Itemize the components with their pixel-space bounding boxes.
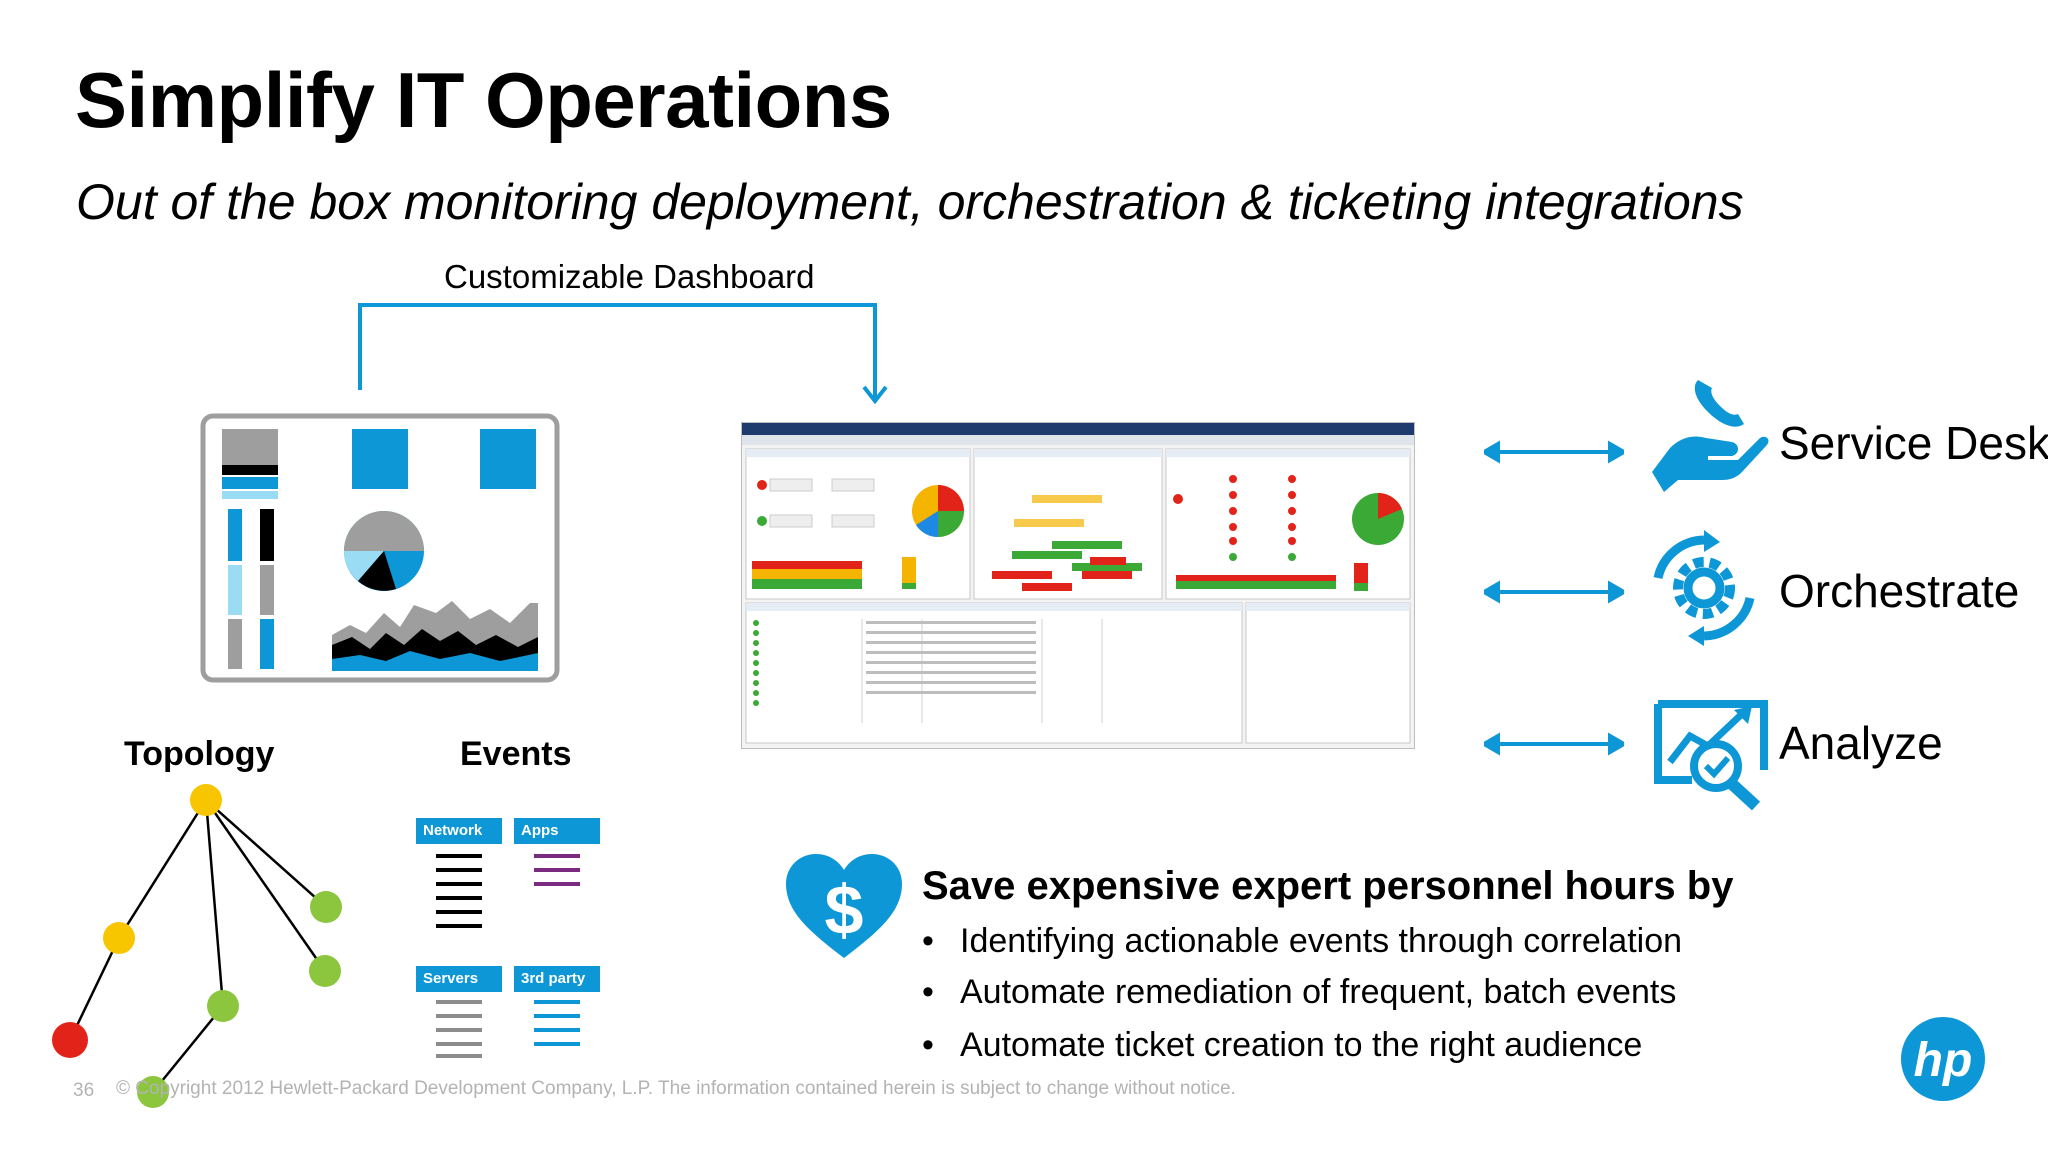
copyright-footer: © Copyright 2012 Hewlett-Packard Develop… xyxy=(116,1078,1236,1099)
page-title: Simplify IT Operations xyxy=(75,56,892,144)
hp-logo: hp xyxy=(1901,1017,1985,1101)
events-tag-apps: Apps xyxy=(514,818,600,844)
page-number: 36 xyxy=(73,1080,95,1101)
capability-label-analyze: Analyze xyxy=(1779,717,1943,769)
capability-label-orchestrate: Orchestrate xyxy=(1779,565,2020,617)
savings-bullet: •Automate ticket creation to the right a… xyxy=(922,1026,1643,1064)
topology-label: Topology xyxy=(124,735,275,773)
heart-dollar-icon: $ xyxy=(786,854,902,958)
topology-node xyxy=(52,1022,88,1058)
capability-label-service-desk: Service Desk xyxy=(1779,417,2048,469)
svg-text:$: $ xyxy=(825,871,864,949)
topology-node xyxy=(207,990,239,1022)
topology-node xyxy=(137,1076,169,1108)
events-label: Events xyxy=(460,735,572,773)
events-tag-servers: Servers xyxy=(416,966,502,992)
capability-arrows xyxy=(1484,440,1624,756)
svg-text:hp: hp xyxy=(1914,1034,1973,1087)
gear-cycle-icon xyxy=(1653,530,1755,646)
dashboard-bracket-arrow xyxy=(358,303,888,405)
savings-bullet: •Identifying actionable events through c… xyxy=(922,922,1683,960)
topology-node xyxy=(103,922,135,954)
events-lines-graphic xyxy=(436,854,580,1058)
topology-node-root xyxy=(190,784,222,816)
dashboard-screenshot xyxy=(741,422,1415,749)
topology-node xyxy=(309,955,341,987)
topology-node xyxy=(310,891,342,923)
dashboard-caption: Customizable Dashboard xyxy=(444,258,815,295)
events-tag-network: Network xyxy=(416,818,502,844)
savings-heading: Save expensive expert personnel hours by xyxy=(922,864,1734,908)
savings-bullet: •Automate remediation of frequent, batch… xyxy=(922,973,1677,1011)
dashboard-wireframe-icon xyxy=(200,413,560,683)
topology-tree-diagram xyxy=(52,784,342,1108)
hand-phone-icon xyxy=(1652,380,1769,492)
magnify-chart-icon xyxy=(1654,700,1768,810)
page-subtitle: Out of the box monitoring deployment, or… xyxy=(76,174,1744,230)
events-tag-3rd-party: 3rd party xyxy=(514,966,600,992)
